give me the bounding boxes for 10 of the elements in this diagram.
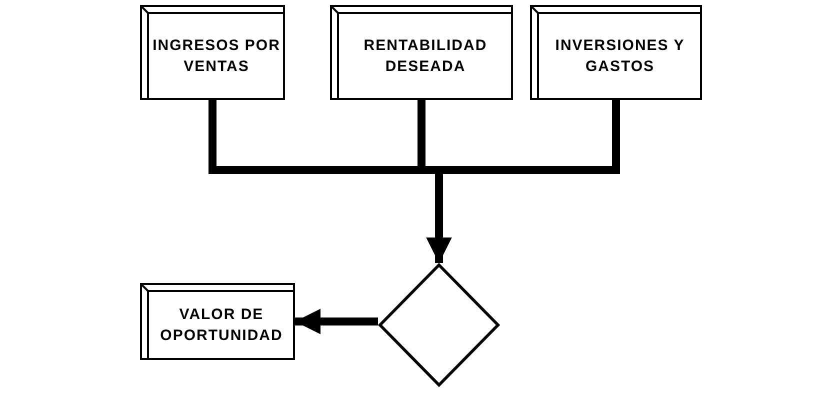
box-label: RENTABILIDAD DESEADA [362, 36, 488, 76]
box-label: VALOR DE OPORTUNIDAD [159, 304, 284, 346]
process-box [530, 5, 702, 100]
process-box [330, 5, 513, 100]
box-label: INGRESOS POR VENTAS [152, 36, 281, 76]
arrow [295, 308, 378, 334]
process-box [140, 5, 285, 100]
box-label: INVERSIONES Y GASTOS [554, 36, 686, 76]
process-box [140, 283, 295, 360]
decision-diamond [378, 263, 500, 387]
